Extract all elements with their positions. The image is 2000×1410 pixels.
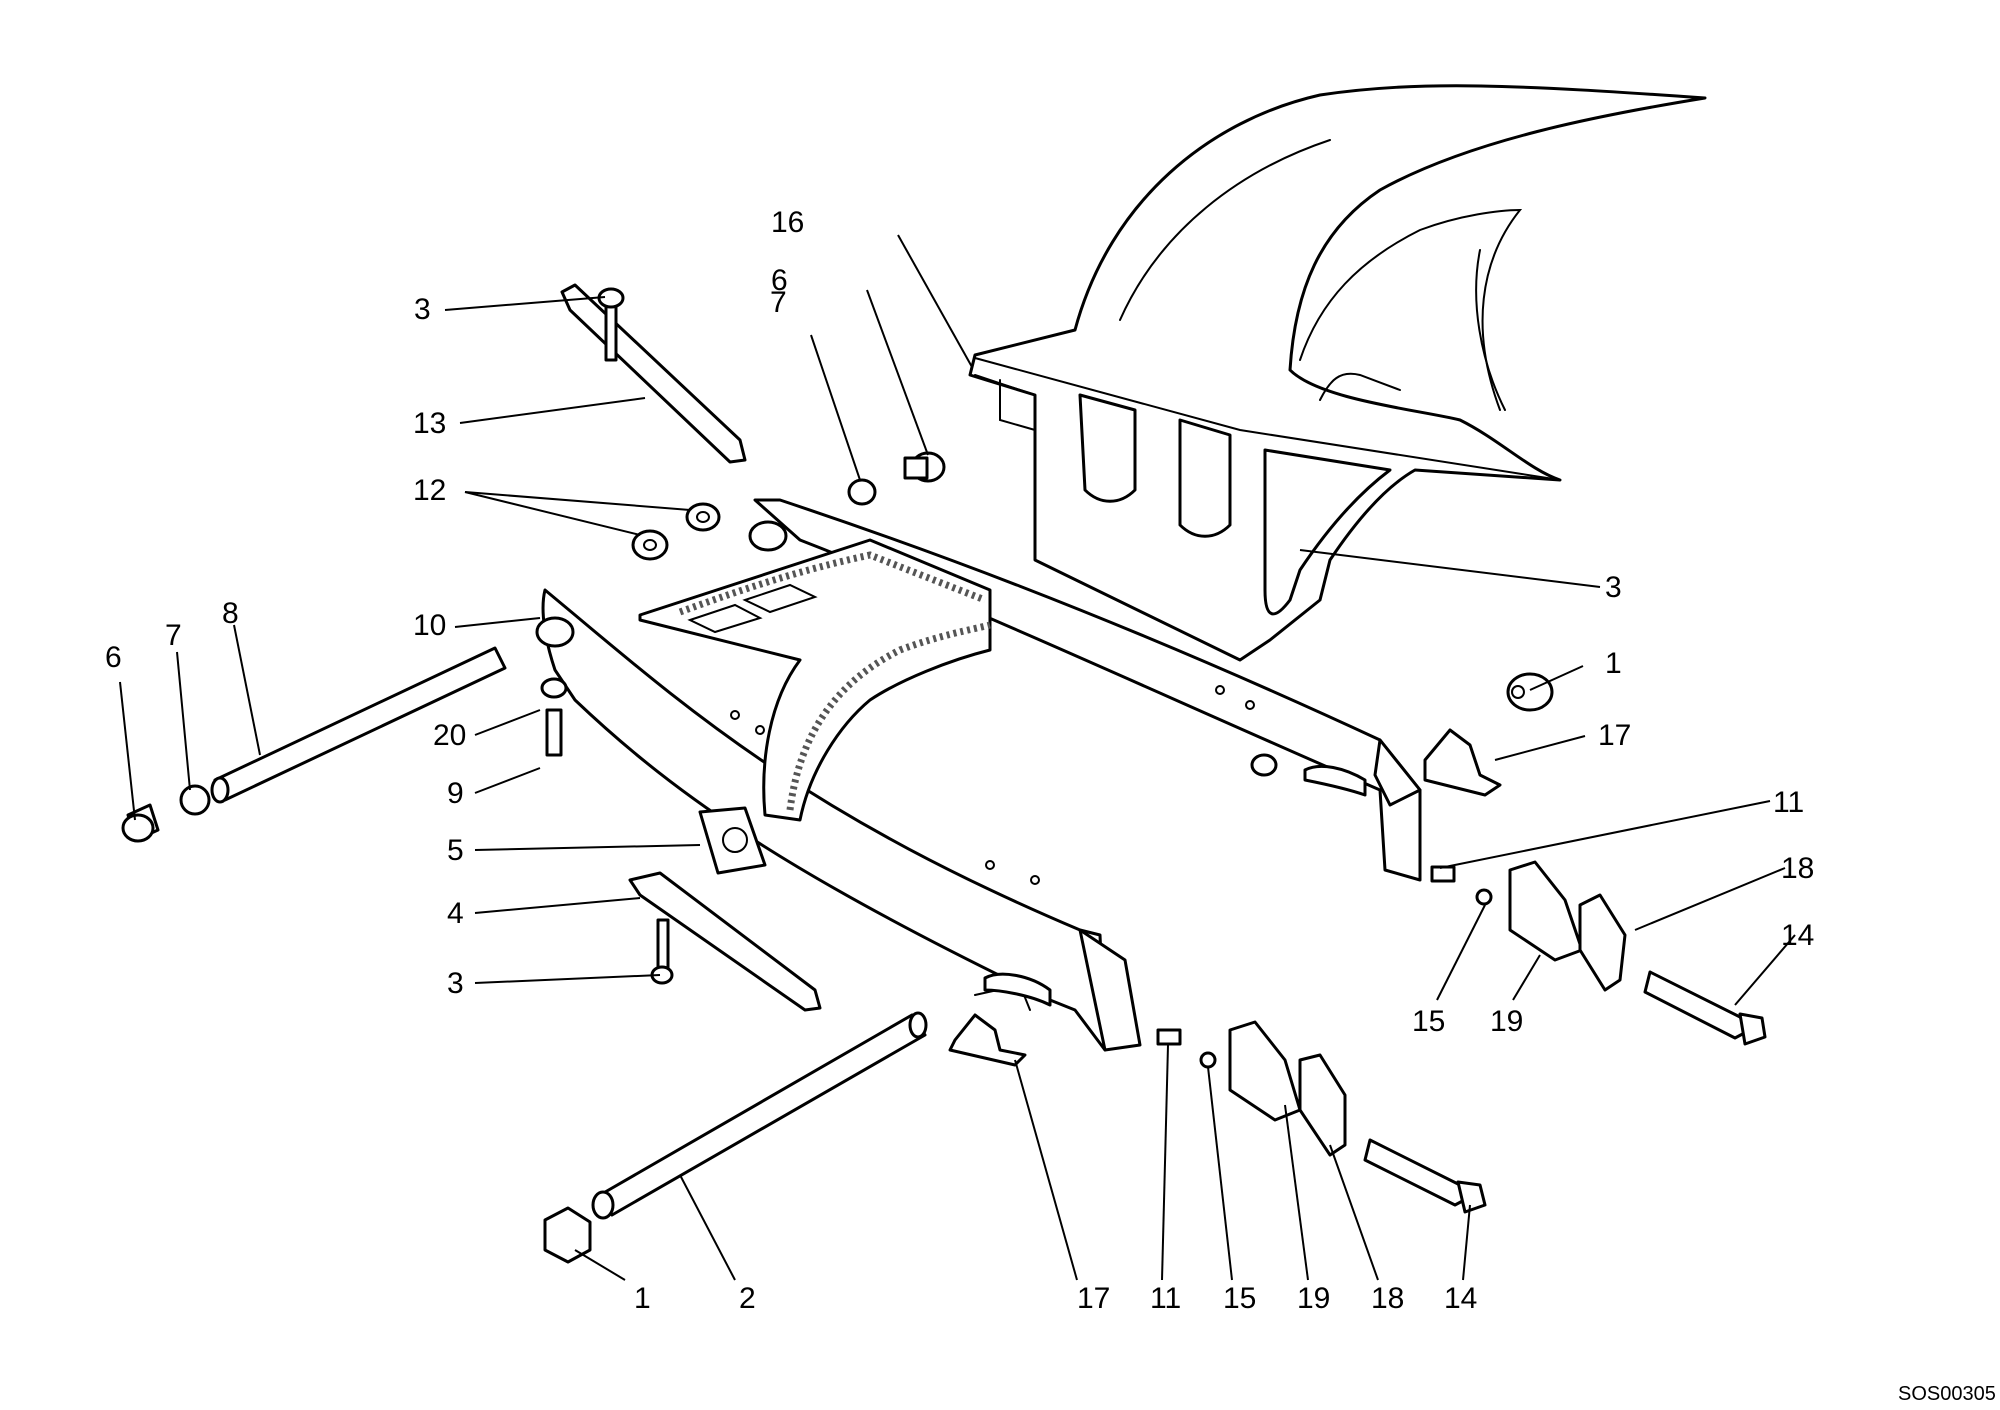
washers-12 (631, 502, 721, 561)
pivot-shaft (121, 646, 507, 843)
callout-15-right: 15 (1412, 1005, 1445, 1038)
callout-15-lower: 15 (1223, 1282, 1256, 1315)
callout-3-lower: 3 (447, 967, 464, 1000)
callout-11-lower: 11 (1150, 1282, 1181, 1315)
callout-6-upper: 6 (771, 264, 788, 297)
callout-19-right: 19 (1490, 1005, 1523, 1038)
callout-18-lower: 18 (1371, 1282, 1404, 1315)
swingarm (535, 498, 1422, 1052)
callout-17-lower: 17 (1077, 1282, 1110, 1315)
wheel-axle (543, 1011, 928, 1264)
screw-9 (540, 677, 568, 757)
callout-5: 5 (447, 834, 464, 867)
callout-3-mudguard: 3 (1605, 571, 1622, 604)
callout-labels: 16 6 7 3 13 12 10 6 7 8 20 9 5 4 3 3 1 1… (105, 206, 1814, 1315)
chain-slider-upper (560, 283, 747, 464)
chain-adjuster-upper (1430, 860, 1767, 1046)
callout-7-upper: 7 (770, 286, 787, 319)
callout-18-right: 18 (1781, 852, 1814, 885)
drawing-code: SOS00305 (1898, 1383, 1996, 1405)
callout-7-left: 7 (165, 619, 182, 652)
chain-slider-lower (628, 871, 822, 1012)
callout-11-right: 11 (1773, 786, 1804, 819)
callout-12: 12 (413, 474, 446, 507)
rear-mudguard (968, 84, 1707, 662)
callout-16: 16 (771, 206, 804, 239)
chain-adjuster-lower (1156, 1020, 1487, 1214)
callout-3-upper: 3 (414, 293, 431, 326)
adjuster-bracket-right (1423, 672, 1554, 797)
callout-6-left: 6 (105, 641, 122, 674)
callout-8: 8 (222, 597, 239, 630)
leader-lines (119, 234, 1796, 1281)
callout-14-lower: 14 (1444, 1282, 1477, 1315)
callout-20: 20 (433, 719, 466, 752)
callout-10: 10 (413, 609, 446, 642)
callout-2: 2 (739, 1282, 756, 1315)
callout-17-right: 17 (1598, 719, 1631, 752)
upper-pivot-bushing (847, 451, 946, 506)
callout-13: 13 (413, 407, 446, 440)
adjuster-bracket-left (948, 1013, 1027, 1067)
callout-9: 9 (447, 777, 464, 810)
callout-19-lower: 19 (1297, 1282, 1330, 1315)
cover-plate-5 (698, 806, 767, 875)
callout-4: 4 (447, 897, 464, 930)
callout-1-spacer: 1 (1605, 647, 1622, 680)
callout-14-right: 14 (1781, 919, 1814, 952)
callout-1-nut: 1 (634, 1282, 651, 1315)
